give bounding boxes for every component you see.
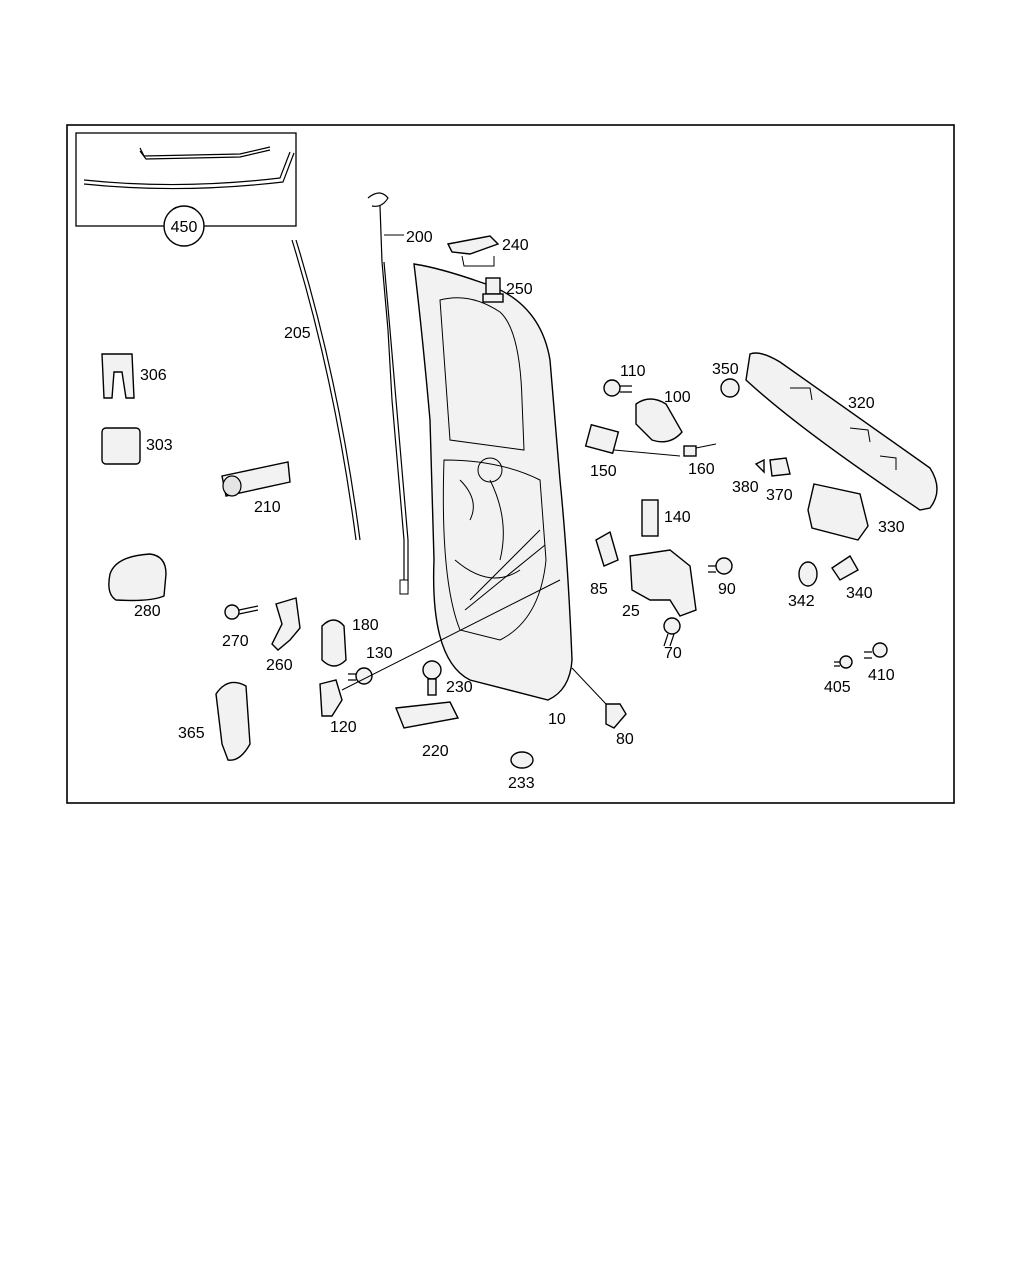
bulb-340 [831, 555, 859, 581]
label-330: 330 [878, 519, 905, 536]
bolt-405 [834, 655, 853, 669]
label-25: 25 [622, 603, 640, 620]
hose-365 [215, 681, 251, 761]
bolt-90 [708, 557, 733, 575]
label-260: 260 [266, 657, 293, 674]
cover-100 [635, 398, 683, 443]
rod-200 [367, 192, 409, 595]
screw-270 [224, 604, 259, 620]
callout-450-circle [163, 205, 205, 247]
label-220: 220 [422, 743, 449, 760]
label-120: 120 [330, 719, 357, 736]
label-70: 70 [664, 645, 682, 662]
part-labels: 200 240 250 205 306 303 210 280 270 260 … [134, 229, 905, 792]
callout-450-label: 450 [171, 219, 198, 236]
screw-110 [603, 379, 632, 397]
label-100: 100 [664, 389, 691, 406]
inset-450: 450 [75, 132, 297, 247]
pad-303 [101, 427, 141, 465]
label-250: 250 [506, 281, 533, 298]
label-280: 280 [134, 603, 161, 620]
label-320: 320 [848, 395, 875, 412]
hinge-25 [629, 549, 697, 617]
handle-120 [319, 679, 343, 717]
label-230: 230 [446, 679, 473, 696]
label-342: 342 [788, 593, 815, 610]
pin-160 [683, 443, 717, 457]
plate-80 [605, 703, 627, 729]
screw-130 [348, 667, 373, 685]
label-405: 405 [824, 679, 851, 696]
label-303: 303 [146, 437, 173, 454]
switch-150 [584, 423, 620, 455]
label-160: 160 [688, 461, 715, 478]
label-180: 180 [352, 617, 379, 634]
handle-cover-280 [108, 553, 167, 602]
bulb-342 [798, 561, 818, 587]
seal-profile-210 [221, 461, 291, 497]
hinge-block-140 [641, 499, 659, 537]
label-210: 210 [254, 499, 281, 516]
label-110: 110 [620, 363, 646, 380]
bolt-230 [422, 660, 442, 696]
bolt-70 [663, 617, 681, 647]
label-233: 233 [508, 775, 535, 792]
part-380 [754, 458, 765, 474]
label-130: 130 [366, 645, 393, 662]
label-80: 80 [616, 731, 634, 748]
label-306: 306 [140, 367, 167, 384]
label-10: 10 [548, 711, 566, 728]
label-85: 85 [590, 581, 608, 598]
label-410: 410 [868, 667, 895, 684]
label-380: 380 [732, 479, 759, 496]
label-370: 370 [766, 487, 793, 504]
striker-plate-85 [595, 530, 619, 567]
gasket-180 [321, 619, 347, 667]
bracket-240 [446, 235, 500, 267]
label-240: 240 [502, 237, 529, 254]
label-350: 350 [712, 361, 739, 378]
label-365: 365 [178, 725, 205, 742]
nut-350 [720, 378, 740, 398]
door-panel-10 [413, 263, 573, 701]
label-200: 200 [406, 229, 433, 246]
lamp-housing-330 [807, 483, 869, 541]
latch-260 [271, 597, 301, 651]
label-270: 270 [222, 633, 249, 650]
bolt-410 [864, 642, 888, 659]
bolt-250 [482, 277, 504, 303]
label-150: 150 [590, 463, 617, 480]
seal-strip-205 [291, 239, 357, 541]
clip-306 [101, 353, 135, 399]
part-370 [769, 457, 791, 477]
label-340: 340 [846, 585, 873, 602]
label-205: 205 [284, 325, 311, 342]
label-140: 140 [664, 509, 691, 526]
plate-220 [395, 701, 460, 729]
label-90: 90 [718, 581, 736, 598]
handle-bar-320 [745, 352, 938, 511]
cap-233 [510, 751, 534, 769]
